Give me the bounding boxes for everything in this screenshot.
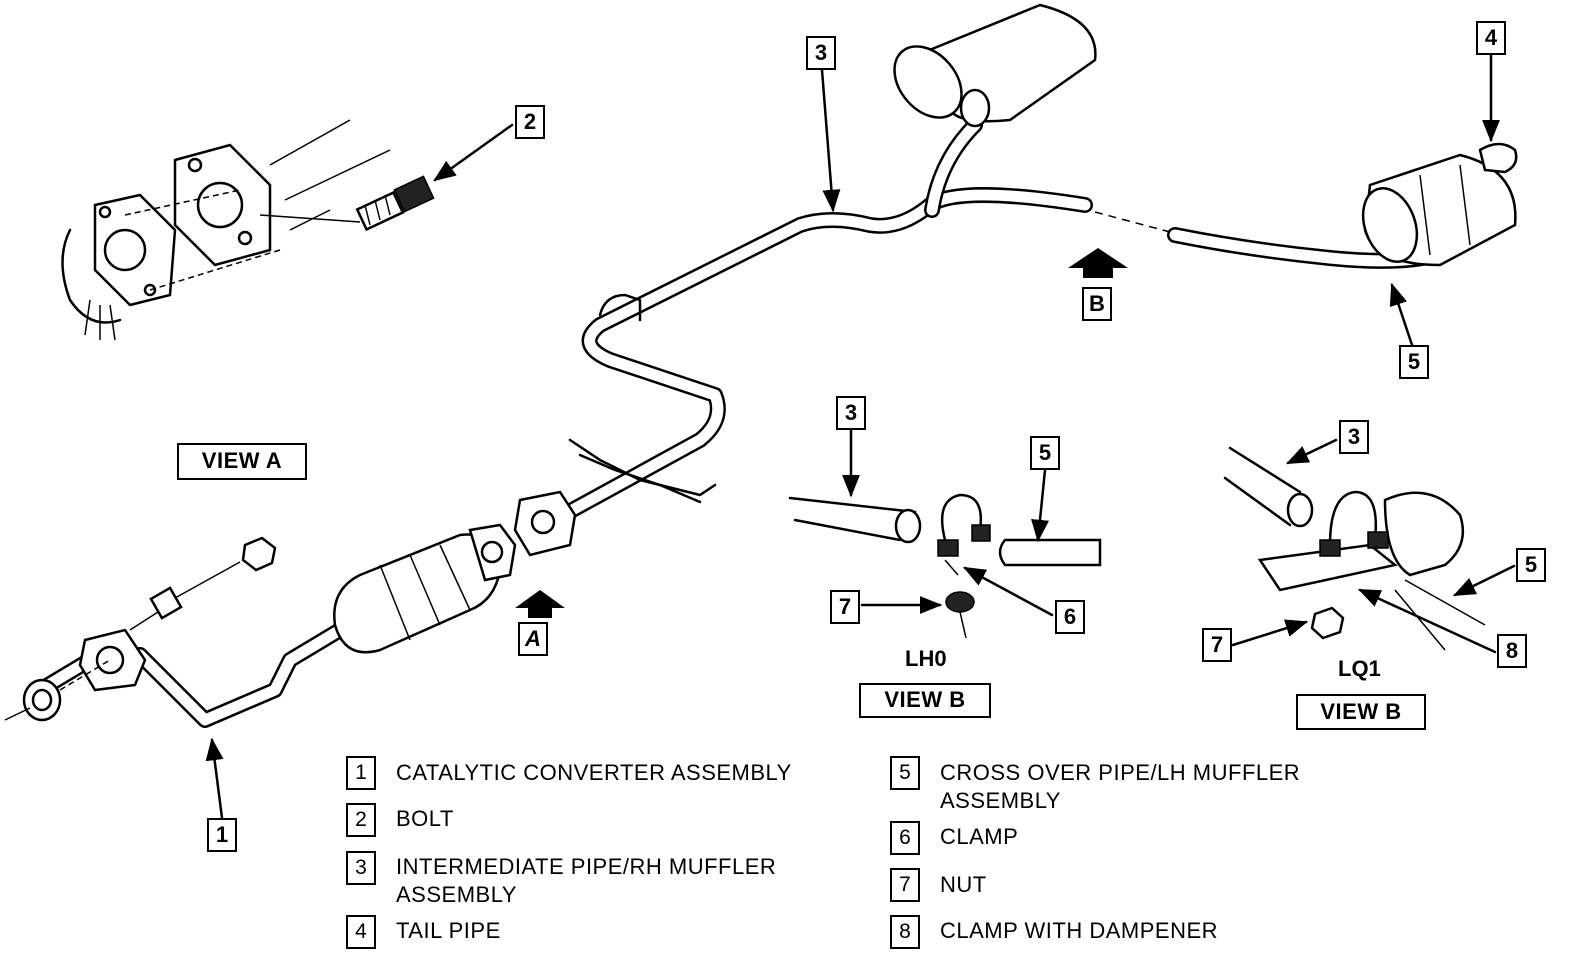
legend-label-7: NUT bbox=[940, 872, 987, 897]
view-b-lq1-label: VIEW B bbox=[1296, 694, 1426, 730]
callout-4: 4 bbox=[1476, 21, 1506, 55]
variant-lq1-label: LQ1 bbox=[1338, 656, 1381, 681]
legend-label-4: TAIL PIPE bbox=[396, 918, 501, 943]
pipe-hangers bbox=[568, 293, 717, 504]
front-flange-hardware bbox=[4, 536, 277, 722]
callout-leaders bbox=[205, 53, 1516, 820]
lq1-callout-3: 3 bbox=[1339, 420, 1369, 454]
callout-1: 1 bbox=[207, 818, 237, 852]
variant-lh0-label: LH0 bbox=[905, 646, 947, 671]
lh-muffler bbox=[1361, 142, 1518, 267]
view-direction-arrows bbox=[515, 248, 1128, 618]
view-a-arrow-label: A bbox=[518, 622, 548, 656]
lh0-callout-6: 6 bbox=[1055, 600, 1085, 634]
legend-num-2: 2 bbox=[346, 803, 376, 837]
callout-5: 5 bbox=[1399, 345, 1429, 379]
lh0-joint-detail bbox=[788, 493, 1102, 639]
catalytic-converter bbox=[333, 490, 577, 654]
lh0-callout-3: 3 bbox=[836, 396, 866, 430]
legend-num-8: 8 bbox=[890, 915, 920, 949]
legend-label-3: INTERMEDIATE PIPE/RH MUFFLER ASSEMBLY bbox=[396, 854, 777, 907]
legend-num-5: 5 bbox=[890, 756, 920, 790]
view-a-label: VIEW A bbox=[177, 443, 307, 480]
legend-num-7: 7 bbox=[890, 868, 920, 902]
lh0-callout-7: 7 bbox=[830, 590, 860, 624]
lq1-joint-detail bbox=[1223, 446, 1486, 651]
lq1-callout-8: 8 bbox=[1497, 634, 1527, 668]
callout-2: 2 bbox=[515, 105, 545, 139]
legend-num-1: 1 bbox=[346, 756, 376, 790]
lh0-callout-5: 5 bbox=[1030, 436, 1060, 470]
legend-num-4: 4 bbox=[346, 915, 376, 949]
legend-num-6: 6 bbox=[890, 821, 920, 855]
rh-muffler bbox=[893, 3, 1097, 128]
view-b-arrow-label: B bbox=[1082, 287, 1112, 321]
legend-label-6: CLAMP bbox=[940, 824, 1019, 849]
legend-label-5: CROSS OVER PIPE/LH MUFFLER ASSEMBLY bbox=[940, 760, 1301, 813]
legend-label-1: CATALYTIC CONVERTER ASSEMBLY bbox=[396, 760, 792, 785]
lq1-callout-5: 5 bbox=[1516, 548, 1546, 582]
legend-label-8: CLAMP WITH DAMPENER bbox=[940, 918, 1219, 943]
legend-num-3: 3 bbox=[346, 851, 376, 885]
legend-label-2: BOLT bbox=[396, 806, 454, 831]
callout-3: 3 bbox=[806, 36, 836, 70]
manifold-flange-detail bbox=[61, 119, 435, 341]
lq1-callout-7: 7 bbox=[1202, 628, 1232, 662]
view-b-lh0-label: VIEW B bbox=[859, 683, 991, 718]
